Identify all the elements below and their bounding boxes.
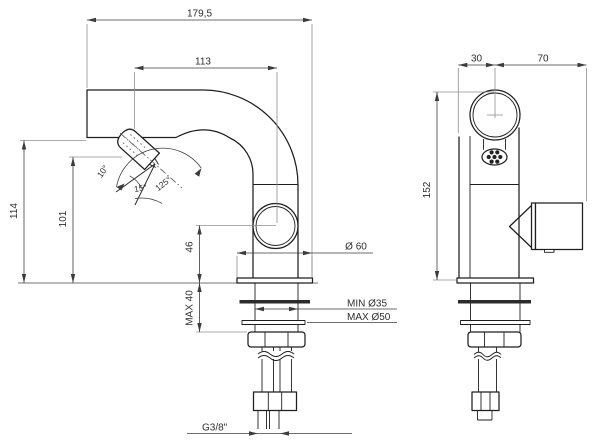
- handle-side-inner: [255, 206, 296, 246]
- side-view: 10° 15° 125°: [18, 89, 318, 429]
- hose-break-lines: [257, 351, 295, 361]
- front-thread-stub: [477, 410, 493, 421]
- front-body-edges: [458, 127, 520, 279]
- dim-max-deck: MAX 40: [185, 290, 196, 326]
- dim-hole-min: MIN Ø35: [347, 299, 387, 310]
- spray-neck: [483, 139, 506, 150]
- gasket-upper: [239, 300, 310, 304]
- angle-arc-15: [134, 197, 163, 204]
- dim-body-offset: 30: [471, 54, 483, 65]
- front-base-assembly: [456, 277, 535, 421]
- dim-spray-height: 101: [58, 210, 69, 227]
- front-gasket-lower: [460, 320, 531, 325]
- angle-arc-125: [116, 147, 202, 188]
- hose-break-mask: [258, 351, 296, 359]
- handle-front: [508, 202, 584, 253]
- front-hose-nut-facets: [480, 392, 491, 411]
- dim-thread: G3/8": [202, 423, 228, 434]
- spray-face-dots: [122, 134, 148, 158]
- side-view-dimensions: 179,5 113 114 101 46 MAX 40 Ø 60: [9, 9, 397, 436]
- dim-handle-reach: 70: [537, 54, 549, 65]
- spout-outer-curve: [86, 89, 299, 279]
- dim-total-length: 179,5: [187, 9, 212, 20]
- angle-label-15: 15°: [133, 182, 147, 194]
- base-flange: [236, 277, 314, 284]
- hose-thread-ends: [257, 410, 280, 429]
- front-fixing-nut: [467, 331, 522, 348]
- handle-indicator-notch: [544, 249, 555, 253]
- dim-handle-height: 46: [185, 241, 196, 253]
- front-view: [456, 89, 584, 421]
- fixing-nut: [247, 331, 306, 348]
- dim-spray-offset: 113: [195, 57, 211, 68]
- front-hose-nut: [471, 391, 500, 412]
- handle-knob: [534, 202, 584, 251]
- side-base-assembly: [236, 277, 314, 429]
- hose-end-nut: [252, 391, 298, 412]
- front-fixing-nut-facets: [484, 332, 505, 347]
- dim-front-height: 152: [422, 181, 433, 198]
- front-base-flange: [456, 277, 535, 284]
- front-gasket-upper: [458, 300, 531, 304]
- front-break-mask: [474, 352, 501, 359]
- spray-axis-centerline: [119, 132, 183, 189]
- arc-arrowhead-left: [116, 183, 125, 191]
- aerator-holes: [486, 150, 503, 164]
- handle-cone: [508, 204, 533, 249]
- spout-inner-curve: [86, 129, 254, 279]
- gasket-lower: [241, 320, 306, 325]
- front-break-lines: [473, 351, 502, 361]
- dim-hole-max: MAX Ø50: [347, 312, 391, 323]
- dim-underside-height: 114: [9, 203, 20, 219]
- angle-arc-10: [129, 175, 143, 189]
- front-view-dimensions: 30 70 152: [422, 54, 587, 281]
- handle-side-outer: [252, 202, 299, 250]
- hose-end-nut-facets: [267, 392, 283, 411]
- fixing-nut-facets: [264, 332, 289, 347]
- dim-base-diameter: Ø 60: [345, 242, 367, 253]
- flexible-hoses: [261, 347, 292, 392]
- arc-arrowhead-right: [194, 168, 202, 177]
